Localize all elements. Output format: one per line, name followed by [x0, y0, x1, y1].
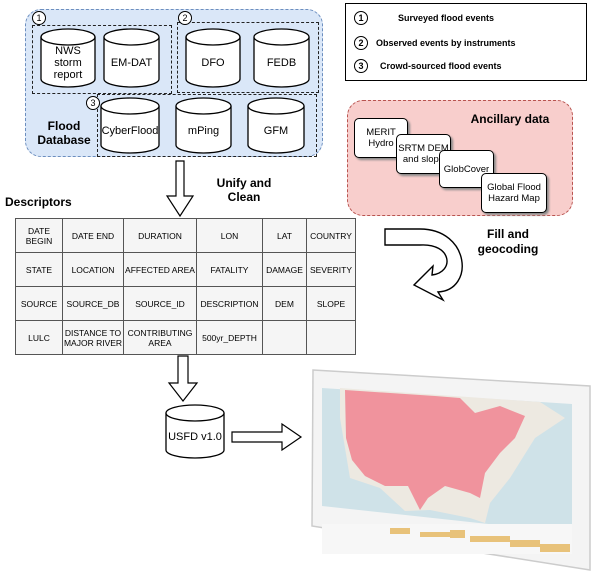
database-cylinder: FEDB — [253, 28, 310, 88]
descriptor-cell — [306, 320, 356, 355]
database-label: mPing — [187, 124, 220, 137]
legend-number: 1 — [354, 11, 368, 25]
legend-label: Surveyed flood events — [398, 13, 495, 23]
database-cylinder: EM-DAT — [103, 28, 160, 88]
unify-clean-label: Unify and Clean — [216, 176, 272, 204]
descriptor-cell: SEVERITY — [306, 252, 356, 287]
ancillary-title: Ancillary data — [470, 112, 550, 126]
curved-arrow-fill — [384, 228, 463, 302]
descriptor-cell: SOURCE — [15, 286, 63, 321]
legend-item-3: 3 Crowd-sourced flood events — [354, 59, 502, 73]
database-cylinder: NWS storm report — [40, 28, 96, 88]
database-label: EM-DAT — [110, 57, 153, 69]
fill-geocoding-label: Fill and geocoding — [477, 227, 539, 256]
descriptor-cell: LAT — [262, 218, 307, 253]
descriptor-cell: AFFECTED AREA — [123, 252, 197, 287]
database-label: FEDB — [266, 57, 297, 69]
legend-number: 2 — [354, 36, 368, 50]
flood-database-label: Flood Database — [37, 119, 91, 147]
usfd-cylinder: USFD v1.0 — [165, 404, 225, 459]
descriptor-cell: DESCRIPTION — [196, 286, 263, 321]
descriptor-cell: FATALITY — [196, 252, 263, 287]
usfd-label: USFD v1.0 — [168, 430, 222, 443]
descriptors-title: Descriptors — [5, 195, 72, 209]
descriptor-cell: STATE — [15, 252, 63, 287]
ancillary-card-globcover: GlobCover — [439, 150, 494, 188]
usfd-map-screenshot — [311, 369, 591, 571]
database-cylinder: mPing — [175, 97, 232, 154]
group-3-number: 3 — [86, 96, 100, 110]
timeline-histogram — [390, 528, 570, 552]
descriptor-cell: DURATION — [123, 218, 197, 253]
descriptor-cell: CONTRIBUTING AREA — [123, 320, 197, 355]
map-flood-points — [345, 390, 525, 510]
descriptor-cell: LULC — [15, 320, 63, 355]
descriptor-cell — [262, 320, 307, 355]
descriptor-cell: LOCATION — [62, 252, 124, 287]
group-2-number: 2 — [178, 11, 192, 25]
timeline-panel — [322, 524, 572, 554]
descriptor-cell: SLOPE — [306, 286, 356, 321]
legend-item-2: 2 Observed events by instruments — [354, 36, 516, 50]
group-1-box — [32, 25, 172, 94]
database-cylinder: CyberFlood — [100, 97, 160, 154]
descriptor-cell: DATE BEGIN — [15, 218, 63, 253]
down-arrow-unify — [165, 160, 195, 218]
descriptor-cell: DISTANCE TO MAJOR RIVER — [62, 320, 124, 355]
database-cylinder: DFO — [185, 28, 241, 88]
descriptor-cell: DATE END — [62, 218, 124, 253]
ancillary-card-gfhm: Global Flood Hazard Map — [481, 173, 547, 213]
descriptor-cell: SOURCE_DB — [62, 286, 124, 321]
legend-number: 3 — [354, 59, 368, 73]
database-label: NWS storm report — [53, 45, 83, 81]
group-2-box — [177, 22, 319, 93]
database-label: DFO — [201, 57, 225, 69]
database-cylinder: GFM — [247, 97, 305, 154]
legend-label: Observed events by instruments — [376, 38, 516, 48]
database-label: GFM — [263, 124, 289, 137]
legend: 1 Surveyed flood events 2 Observed events … — [345, 3, 587, 81]
descriptor-cell: COUNTRY — [306, 218, 356, 253]
descriptor-cell: DEM — [262, 286, 307, 321]
legend-label: Crowd-sourced flood events — [380, 61, 502, 71]
database-label: CyberFlood — [101, 124, 159, 137]
descriptor-cell: SOURCE_ID — [123, 286, 197, 321]
descriptor-cell: 500yr_DEPTH — [196, 320, 263, 355]
legend-item-1: 1 Surveyed flood events — [354, 11, 494, 25]
group-3-box — [97, 94, 317, 157]
right-arrow-output — [231, 422, 303, 452]
down-arrow-table — [167, 355, 199, 402]
descriptor-cell: DAMAGE — [262, 252, 307, 287]
descriptor-cell: LON — [196, 218, 263, 253]
group-1-number: 1 — [32, 11, 46, 25]
